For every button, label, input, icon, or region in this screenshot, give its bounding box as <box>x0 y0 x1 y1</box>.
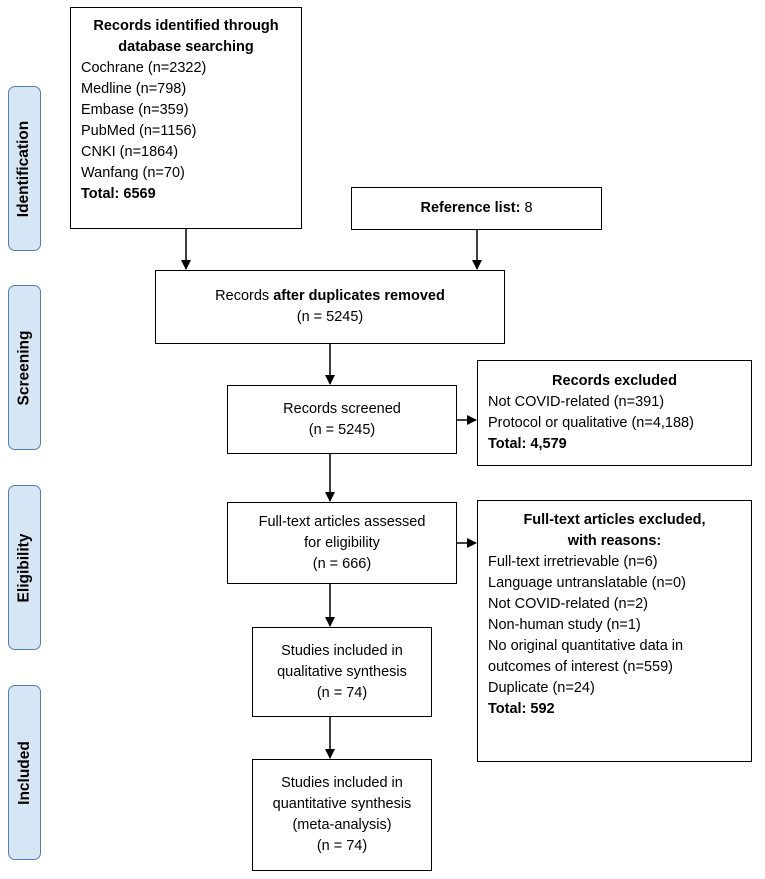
qualitative-synthesis-box: Studies included in qualitative synthesi… <box>252 627 432 717</box>
after-duplicates-prefix: Records <box>215 288 274 304</box>
quantitative-count: (n = 74) <box>316 838 368 854</box>
source-list: Cochrane (n=2322) Medline (n=798) Embase… <box>81 58 291 205</box>
source-cochrane: Cochrane (n=2322) <box>81 60 207 76</box>
source-medline: Medline (n=798) <box>81 81 187 97</box>
records-screened-box: Records screened (n = 5245) <box>227 385 457 454</box>
reference-list-box: Reference list: 8 <box>351 187 602 230</box>
fulltext-reason-2: Not COVID-related (n=2) <box>488 596 648 612</box>
fulltext-reason-4: No original quantitative data in <box>488 638 684 654</box>
quantitative-line2: quantitative synthesis <box>272 796 412 812</box>
fulltext-excluded-box: Full-text articles excluded, with reason… <box>477 500 752 762</box>
fulltext-excluded-title: Full-text articles excluded, with reason… <box>523 512 706 549</box>
reference-list-value: 8 <box>520 200 533 216</box>
records-identified-title: Records identified through database sear… <box>93 18 279 55</box>
fulltext-excluded-total: Total: 592 <box>488 701 555 717</box>
after-duplicates-count: (n = 5245) <box>296 309 364 325</box>
identified-total: Total: 6569 <box>81 186 156 202</box>
fulltext-reason-0: Full-text irretrievable (n=6) <box>488 554 658 570</box>
records-screened-label: Records screened <box>283 400 401 417</box>
fulltext-reason-6: Duplicate (n=24) <box>488 680 595 696</box>
stage-included: Included <box>8 685 41 860</box>
after-duplicates-bold: after duplicates removed <box>273 288 445 304</box>
quantitative-line3: (meta-analysis) <box>292 817 392 833</box>
excluded-reason-1: Protocol or qualitative (n=4,188) <box>488 415 694 431</box>
qualitative-count: (n = 74) <box>316 684 368 701</box>
qualitative-line2: qualitative synthesis <box>277 663 407 680</box>
fulltext-reason-5: outcomes of interest (n=559) <box>488 659 673 675</box>
records-identified-box: Records identified through database sear… <box>70 7 302 229</box>
quantitative-line1: Studies included in <box>281 775 403 791</box>
stage-identification: Identification <box>8 86 41 251</box>
after-duplicates-box: Records after duplicates removed (n = 52… <box>155 270 505 344</box>
quantitative-synthesis-box: Studies included in quantitative synthes… <box>252 759 432 871</box>
records-excluded-box: Records excluded Not COVID-related (n=39… <box>477 360 752 466</box>
fulltext-assessed-line2: for eligibility <box>304 534 380 551</box>
excluded-reason-0: Not COVID-related (n=391) <box>488 394 665 410</box>
records-excluded-title: Records excluded <box>552 373 677 389</box>
fulltext-reason-3: Non-human study (n=1) <box>488 617 641 633</box>
stage-eligibility: Eligibility <box>8 485 41 650</box>
source-pubmed: PubMed (n=1156) <box>81 123 197 139</box>
fulltext-assessed-box: Full-text articles assessed for eligibil… <box>227 502 457 584</box>
fulltext-reason-1: Language untranslatable (n=0) <box>488 575 686 591</box>
records-excluded-total: Total: 4,579 <box>488 436 567 452</box>
source-embase: Embase (n=359) <box>81 102 189 118</box>
records-screened-count: (n = 5245) <box>308 421 376 438</box>
fulltext-assessed-line1: Full-text articles assessed <box>258 513 426 530</box>
fulltext-assessed-count: (n = 666) <box>312 555 372 572</box>
reference-list-label: Reference list: <box>420 200 521 216</box>
source-wanfang: Wanfang (n=70) <box>81 165 185 181</box>
qualitative-line1: Studies included in <box>281 642 403 659</box>
stage-screening: Screening <box>8 285 41 450</box>
source-cnki: CNKI (n=1864) <box>81 144 179 160</box>
